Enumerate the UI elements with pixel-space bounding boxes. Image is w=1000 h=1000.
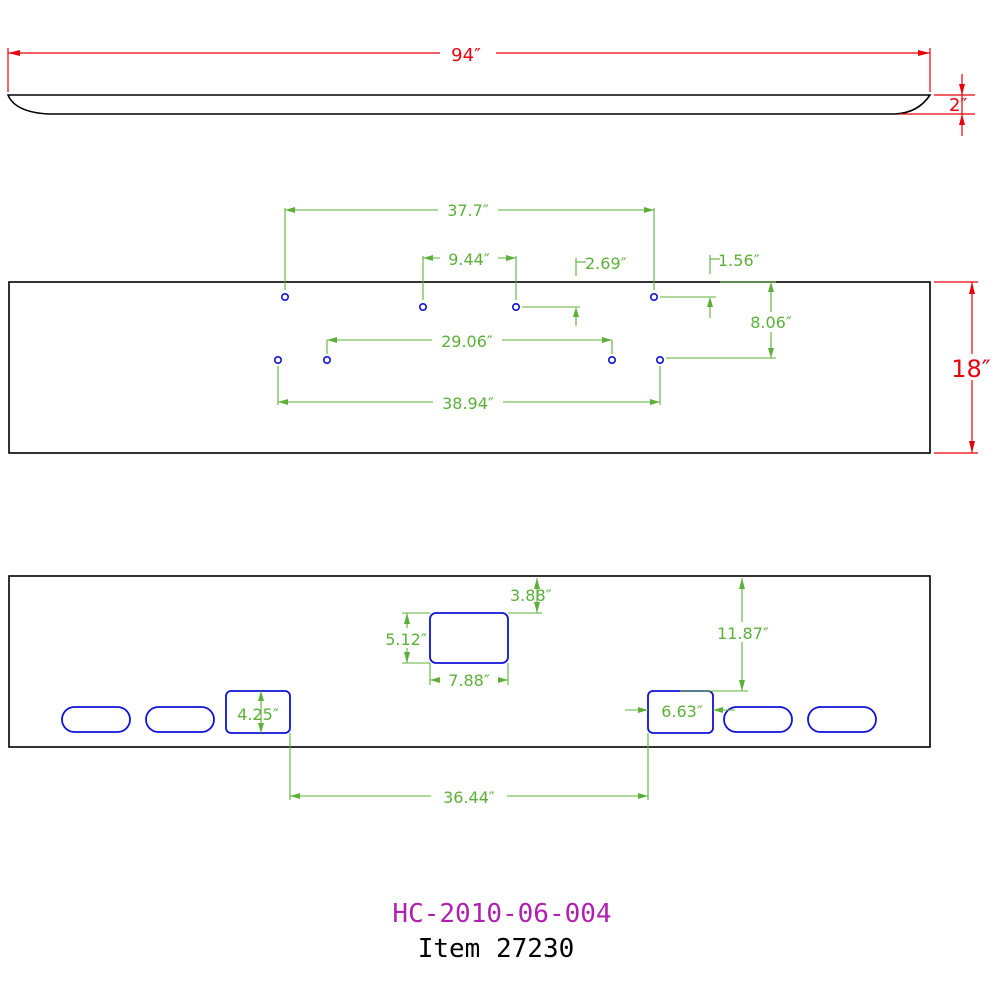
height18-arrow-bottom [969, 441, 975, 453]
height-arrow-bottom [959, 114, 965, 125]
top-view-arrows [278, 207, 774, 405]
bumper-side-profile [6, 94, 932, 115]
front-view: 3.88″ 5.12″ 7.88″ 11.87″ 4.25″ 6.63″ 36.… [8, 575, 931, 807]
hole-lower-1 [273, 355, 282, 364]
dim-1-56: 1.56″ [718, 251, 760, 270]
top-view-label-backgrounds [432, 200, 800, 411]
height18-label-bg [950, 354, 992, 380]
dim-4-25: 4.25″ [237, 705, 279, 724]
top-view-outline [8, 281, 931, 454]
hole-lower-3 [607, 355, 616, 364]
height-label: 2″ [949, 95, 967, 116]
front-view-outline [8, 575, 931, 748]
length-arrow-left [8, 50, 20, 56]
dim-38-94: 38.94″ [442, 394, 494, 413]
front-cutouts [61, 612, 877, 734]
title-block: HC-2010-06-004 Item 27230 [392, 899, 611, 964]
top-view-dimensions [277, 208, 776, 405]
dim-6-63: 6.63″ [661, 702, 703, 721]
front-view-dimensions [260, 578, 748, 800]
hole-lower-2 [322, 355, 331, 364]
hole-upper-4 [649, 292, 658, 301]
dim-5-12: 5.12″ [385, 630, 427, 649]
hole-upper-1 [280, 292, 289, 301]
height-arrow-top [959, 84, 965, 95]
front-view-arrows [258, 578, 745, 799]
oval-light-1 [61, 706, 131, 733]
dim-36-44: 36.44″ [443, 788, 495, 807]
oval-light-3 [723, 706, 793, 733]
top-view: 37.7″ 9.44″ 2.69″ 1.56″ 8.06″ 29.06″ 38.… [8, 200, 992, 454]
dim-37-7: 37.7″ [447, 201, 489, 220]
length-label: 94″ [451, 45, 481, 66]
length-arrow-right [918, 50, 930, 56]
dim-3-88: 3.88″ [510, 586, 552, 605]
oval-light-4 [807, 706, 877, 733]
hole-upper-3 [511, 302, 520, 311]
license-plate-cutout [429, 612, 509, 664]
mounting-holes [273, 292, 664, 364]
dim-11-87: 11.87″ [717, 624, 769, 643]
dim-7-88: 7.88″ [448, 671, 490, 690]
dim-8-06: 8.06″ [750, 313, 792, 332]
dim-29-06: 29.06″ [441, 332, 493, 351]
dim-2-69: 2.69″ [585, 254, 627, 273]
side-view: 94″ 2″ [6, 44, 975, 136]
part-number: HC-2010-06-004 [392, 899, 611, 929]
left-square-cutout [225, 690, 291, 734]
hole-upper-2 [418, 302, 427, 311]
oval-light-2 [145, 706, 215, 733]
item-number: Item 27230 [418, 934, 575, 964]
front-view-label-backgrounds [384, 622, 776, 805]
height18-arrow-top [969, 282, 975, 294]
dim-9-44: 9.44″ [448, 250, 490, 269]
length-label-bg [440, 44, 496, 62]
height18-label: 18″ [951, 355, 991, 383]
hole-lower-4 [655, 355, 664, 364]
